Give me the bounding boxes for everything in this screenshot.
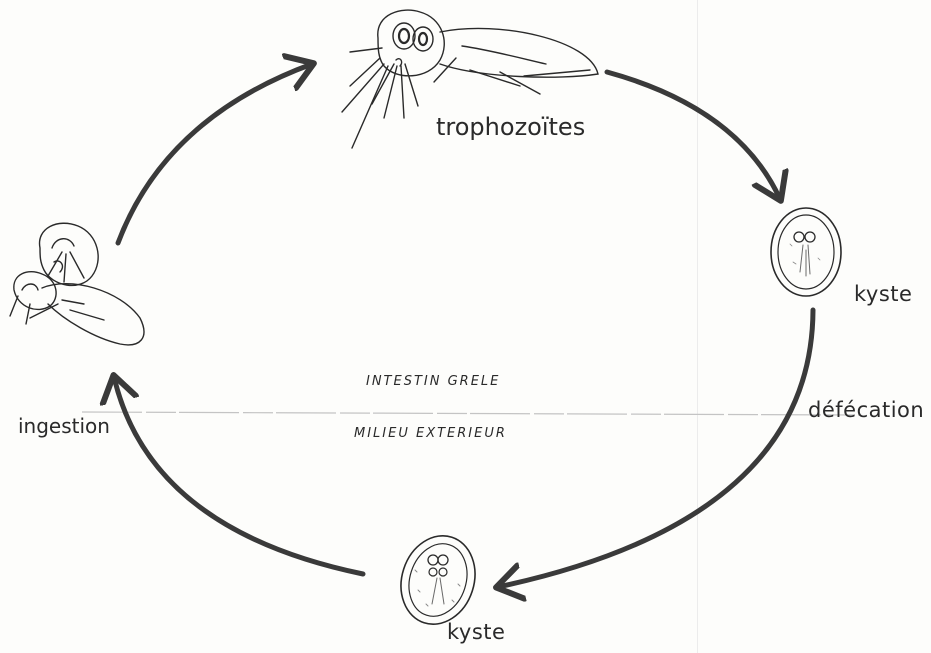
- arrow-ingestion-to-trophozoites: [118, 64, 312, 243]
- label-kyste-right: kyste: [854, 282, 912, 306]
- label-intestin-grele: INTESTIN GRELE: [366, 374, 500, 389]
- label-trophozoites: trophozoïtes: [436, 113, 585, 141]
- label-ingestion: ingestion: [18, 414, 110, 438]
- environment-divider: [82, 412, 860, 415]
- arrow-ingestion: [114, 377, 363, 574]
- label-milieu-exterieur: MILIEU EXTERIEUR: [354, 426, 507, 441]
- kyste-right-illustration: [771, 208, 841, 296]
- label-kyste-bottom: kyste: [447, 620, 505, 644]
- arrow-trophozoites-to-kyste: [607, 72, 780, 199]
- arrow-defecation: [498, 310, 813, 587]
- label-defecation: défécation: [808, 398, 924, 422]
- kyste-bottom-illustration: [390, 526, 486, 634]
- ingested-form-illustration: [10, 223, 144, 345]
